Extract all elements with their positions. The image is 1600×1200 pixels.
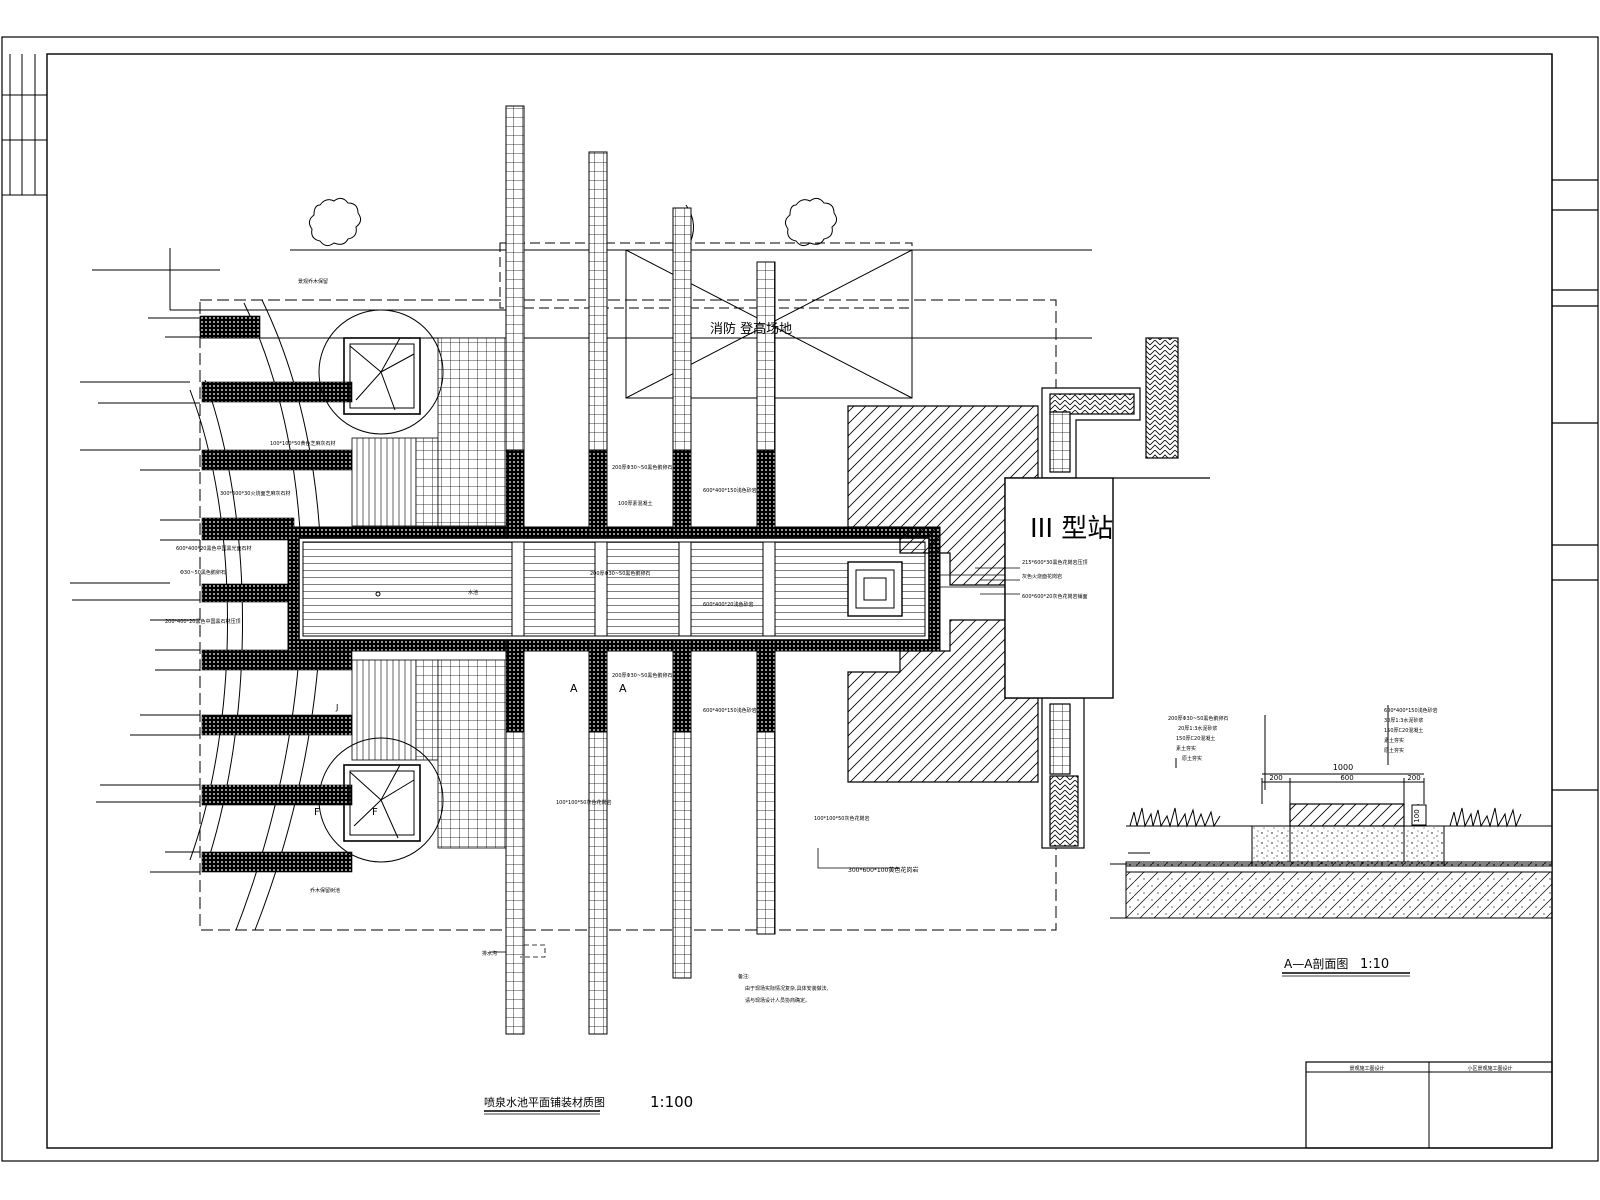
section-callout-left-5: 原土夯实 bbox=[1182, 755, 1202, 762]
fire-lane-label: 消防 登高场地 bbox=[710, 321, 792, 337]
section-scale: 1:10 bbox=[1360, 957, 1389, 972]
callout-drain: 排水沟 bbox=[482, 950, 497, 957]
station-leaders bbox=[940, 567, 1020, 595]
dim-height: 100 bbox=[1413, 809, 1421, 822]
section-text: 200厚Φ30~50黑色鹅卵石 20厚1:3水泥砂浆 150厚C20混凝土 素土… bbox=[1168, 707, 1438, 972]
callout-deck: 100厚素混凝土 bbox=[618, 500, 653, 507]
callout-tree-bottom: 乔木保留树池 bbox=[310, 887, 340, 894]
callout-station-1: 215*600*30黑色花岗岩压顶 bbox=[1022, 559, 1087, 566]
planting-beds-right bbox=[847, 337, 1210, 849]
callout-paving-bottom-3: 300*600*100黄色花岗岩 bbox=[848, 866, 918, 874]
title-block-right: 小区景观施工图设计 bbox=[1467, 1065, 1512, 1072]
section-aa bbox=[1110, 705, 1553, 919]
dim-mid: 600 bbox=[1340, 774, 1353, 782]
section-callout-right-2: 30厚1:3水泥砂浆 bbox=[1384, 717, 1423, 724]
section-callout-left-3: 150厚C20混凝土 bbox=[1176, 735, 1215, 742]
section-marker-f-left: F bbox=[314, 807, 320, 818]
callout-pool-stone-1: 600*400*150浅色砂岩 bbox=[703, 487, 757, 494]
tree-symbols bbox=[308, 197, 838, 863]
section-callout-right-5: 原土夯实 bbox=[1384, 747, 1404, 754]
drawing-frame bbox=[1, 36, 1599, 1162]
callout-station-2: 灰色火烧面花岗岩 bbox=[1022, 573, 1062, 580]
notes-line-2: 请与现场设计人员协商确定。 bbox=[745, 997, 810, 1004]
notes-heading: 备注: bbox=[738, 973, 750, 980]
binding-strip bbox=[2, 54, 47, 196]
section-callout-left-2: 20厚1:3水泥砂浆 bbox=[1178, 725, 1217, 732]
main-scale: 1:100 bbox=[650, 1093, 693, 1111]
pool-border bbox=[287, 449, 941, 733]
title-block: 景观施工图设计 小区景观施工图设计 bbox=[1305, 1061, 1553, 1149]
station-label: III 型站 bbox=[1030, 514, 1113, 544]
grass-icon bbox=[1129, 807, 1221, 828]
callout-paving-bottom-1: 100*100*50灰色花岗岩 bbox=[556, 799, 611, 806]
dim-left: 200 bbox=[1269, 774, 1282, 782]
main-title: 喷泉水池平面铺装材质图 bbox=[484, 1095, 605, 1109]
section-title: A—A剖面图 bbox=[1284, 957, 1348, 971]
callout-pool-stone-2: 600*400*20浅色砂岩 bbox=[703, 601, 753, 608]
notes-line-1: 由于现场实际情况复杂,具体安装做法, bbox=[745, 985, 829, 992]
title-block-left: 景观施工图设计 bbox=[1349, 1065, 1384, 1072]
section-callout-left-1: 200厚Φ30~50黑色鹅卵石 bbox=[1168, 715, 1228, 722]
callout-tree-top: 景观乔木保留 bbox=[298, 278, 328, 285]
tree-icon bbox=[784, 197, 838, 247]
stone-paving-strips bbox=[351, 437, 439, 761]
dim-total: 1000 bbox=[1333, 763, 1353, 772]
section-marker-j: J bbox=[335, 703, 338, 712]
dim-right: 200 bbox=[1407, 774, 1420, 782]
tree-pit-circle bbox=[318, 309, 444, 435]
tree-pit-circle bbox=[318, 737, 444, 863]
section-marker-a-left: A bbox=[570, 682, 578, 695]
callout-stone-mid: 300*600*30火烧面芝麻灰石材 bbox=[220, 490, 290, 497]
section-marker-a-right: A bbox=[619, 682, 627, 695]
section-callout-right-4: 素土夯实 bbox=[1384, 737, 1404, 744]
grass-icon bbox=[1449, 807, 1522, 828]
checker-fields bbox=[437, 337, 507, 849]
callout-pebble: Φ30~50黑色鹅卵石 bbox=[180, 569, 226, 576]
callout-pebble-top: 200厚Φ30~50黑色鹅卵石 bbox=[612, 464, 672, 471]
callout-pool-label: 水池 bbox=[468, 589, 478, 596]
drain-detail bbox=[490, 848, 900, 958]
callout-granite-left: 200*400*20黑色中国黑石材压顶 bbox=[165, 618, 240, 625]
callout-station-3: 600*600*20灰色花岗岩铺面 bbox=[1022, 593, 1087, 600]
callout-pool-edge: 600*400*20黑色中国黑光面石材 bbox=[176, 545, 251, 552]
section-callout-right-1: 600*400*150浅色砂岩 bbox=[1384, 707, 1438, 714]
section-marker-f-right: F bbox=[372, 807, 378, 818]
plan-text: 消防 登高场地 III 型站 景观乔木保留 100*100*50黄色芝麻灰石材 … bbox=[165, 278, 1113, 1111]
section-callout-right-3: 150厚C20混凝土 bbox=[1384, 727, 1423, 734]
callout-pool-stone-3: 600*400*150浅色砂岩 bbox=[703, 707, 757, 714]
section-callout-left-4: 素土夯实 bbox=[1176, 745, 1196, 752]
callout-stone-top: 100*100*50黄色芝麻灰石材 bbox=[270, 440, 335, 447]
tree-icon bbox=[308, 197, 362, 247]
callout-paving-bottom-2: 100*100*50灰色花岗岩 bbox=[814, 815, 869, 822]
callout-pebble-mid: 200厚Φ30~50黑色鹅卵石 bbox=[590, 570, 650, 577]
callout-pebble-lower: 200厚Φ30~50黑色鹅卵石 bbox=[612, 672, 672, 679]
